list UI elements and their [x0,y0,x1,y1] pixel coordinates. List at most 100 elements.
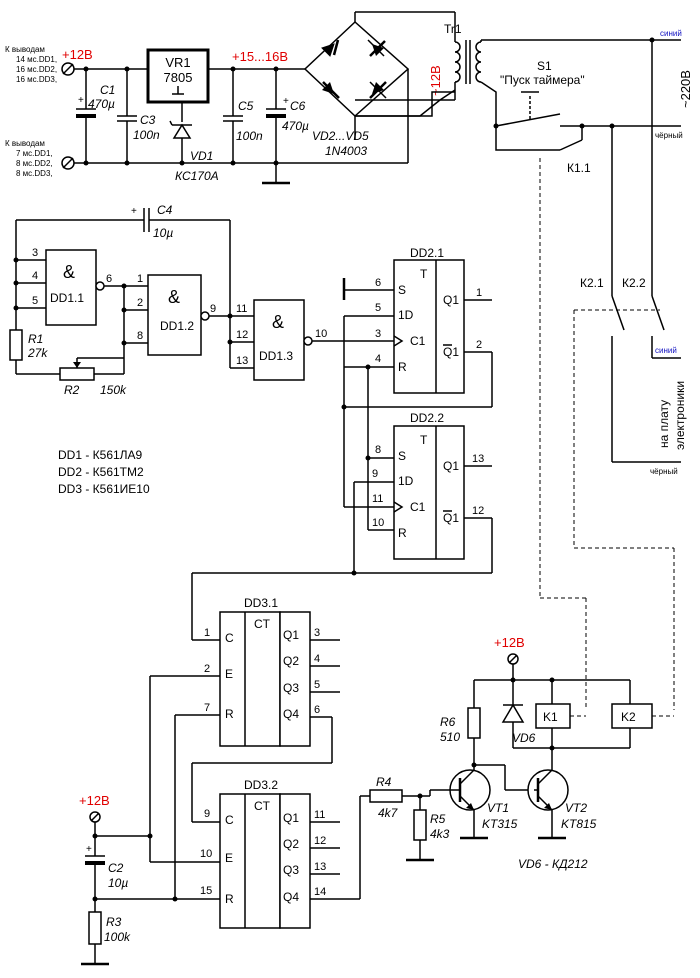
svg-text:VT1: VT1 [487,801,509,815]
svg-text:12: 12 [314,835,326,847]
svg-text:Q2: Q2 [283,654,299,668]
svg-text:4: 4 [32,270,38,282]
svg-text:Q1: Q1 [283,628,299,642]
svg-text:R: R [398,360,407,374]
svg-text:+: + [283,96,289,107]
svg-text:3: 3 [375,328,381,340]
svg-text:R5: R5 [430,812,446,826]
svg-text:K2: K2 [621,710,636,724]
svg-text:CT: CT [254,617,271,631]
svg-text:+: + [78,95,84,106]
gate-dd1-3: & DD1.3 11 12 13 10 [230,299,394,381]
wire-black-2: чёрный [650,467,678,476]
capacitor-c1: + C1 470µ [76,69,115,163]
svg-text:C4: C4 [157,203,173,217]
svg-text:CT: CT [254,799,271,813]
svg-text:+: + [86,844,92,855]
svg-text:VD6: VD6 [512,731,536,745]
switch-s1[interactable]: S1 "Пуск таймера" [495,59,585,127]
counter-dd3-1: DD3.1 CT C E R Q1 Q2 Q3 Q4 1 2 7 3 4 5 6 [204,596,340,747]
svg-text:R3: R3 [106,915,122,929]
resistor-r4: R4 4k7 [359,775,430,899]
svg-text:Tr1: Tr1 [444,22,462,36]
resistor-r6: R6 510 [440,680,481,765]
svg-text:2: 2 [476,339,482,351]
svg-text:R6: R6 [440,715,456,729]
svg-text:E: E [225,667,233,681]
svg-text:10µ: 10µ [108,876,128,890]
svg-text:1D: 1D [398,308,414,322]
svg-text:VR1: VR1 [165,55,190,70]
svg-text:100k: 100k [104,930,131,944]
svg-text:DD1.2: DD1.2 [160,319,194,333]
note-pins-gnd-4: 8 мс.DD3, [16,169,53,178]
svg-text:R4: R4 [376,775,392,789]
svg-text:1N4003: 1N4003 [325,144,367,158]
chip-legend: DD1 - К561ЛА9 DD2 - К561ТМ2 DD3 - К561ИЕ… [58,448,150,496]
svg-text:10: 10 [372,517,384,529]
svg-text:Q3: Q3 [283,681,299,695]
gate-dd1-1: & DD1.1 3 4 5 6 [16,247,148,326]
svg-text:DD3.2: DD3.2 [244,778,278,792]
note-pins-plus-1: К выводам [5,45,45,54]
svg-text:3: 3 [32,247,38,259]
svg-text:VT2: VT2 [565,801,587,815]
svg-text:5: 5 [32,295,38,307]
capacitor-c6: + C6 470µ [266,69,309,163]
resistor-r1: R1 27k [9,329,60,375]
counters-dd3: DD3.1 CT C E R Q1 Q2 Q3 Q4 1 2 7 3 4 5 6… [147,596,360,929]
svg-text:10: 10 [200,848,212,860]
svg-text:150k: 150k [100,383,127,397]
svg-text:Q1: Q1 [443,459,459,473]
resistor-r3: R3 100k [88,911,131,945]
svg-text:DD3 - К561ИЕ10: DD3 - К561ИЕ10 [58,482,150,496]
vd6-note: VD6 - КД212 [518,857,588,871]
capacitor-c5: C5 100n [223,69,263,163]
regulator-vr1: VR1 7805 [146,48,210,122]
svg-text:12: 12 [472,505,484,517]
svg-text:10µ: 10µ [153,226,173,240]
to-board-label-2: электроники [673,381,687,450]
svg-text:13: 13 [472,453,484,465]
svg-text:11: 11 [372,493,383,505]
svg-text:9: 9 [210,303,216,315]
svg-text:13: 13 [236,355,248,367]
svg-text:R: R [225,892,234,906]
svg-text:9: 9 [372,468,378,480]
svg-text:+: + [131,206,137,217]
flipflop-dd2-1: DD2.1 T S 1D C1 R Q1 Q1 6 5 3 4 1 2 [344,246,492,394]
svg-text:DD1.1: DD1.1 [50,291,84,305]
capacitor-c2: + C2 10µ [85,844,128,890]
svg-text:15: 15 [200,885,212,897]
svg-text:DD2.1: DD2.1 [410,246,444,260]
note-pins-gnd-2: 7 мс.DD1, [16,149,53,158]
svg-text:1: 1 [476,287,482,299]
svg-text:3: 3 [314,627,320,639]
svg-text:8: 8 [137,330,143,342]
potentiometer-r2: R2 150k [59,343,127,397]
svg-text:Q1: Q1 [443,345,459,359]
svg-text:1: 1 [137,273,143,285]
svg-text:VD1: VD1 [190,149,213,163]
svg-text:6: 6 [106,273,112,285]
bridge-rectifier: VD2...VD5 1N4003 [303,20,410,158]
relay-contact-k21: К2.1 [580,276,625,462]
svg-text:7: 7 [204,702,210,714]
svg-text:KT815: KT815 [561,817,597,831]
relay-coil-k2: K2 [611,680,674,748]
svg-text:R2: R2 [64,383,80,397]
svg-text:Q1: Q1 [443,293,459,307]
v-range-label: +15...16В [232,49,288,64]
svg-text:Q1: Q1 [283,811,299,825]
reset-network: +12В + C2 10µ R3 100k [79,793,175,966]
svg-text:C1: C1 [100,83,115,97]
wire-blue-2: синий [655,346,677,355]
svg-text:К2.2: К2.2 [622,276,646,290]
svg-text:C: C [225,631,234,645]
svg-text:5: 5 [314,679,320,691]
svg-text:S: S [398,283,406,297]
svg-text:27k: 27k [27,346,48,360]
relay-driver: +12В R6 510 VD6 K1 K2 [359,635,674,899]
svg-text:КС170А: КС170А [175,169,219,183]
svg-text:510: 510 [440,730,460,744]
